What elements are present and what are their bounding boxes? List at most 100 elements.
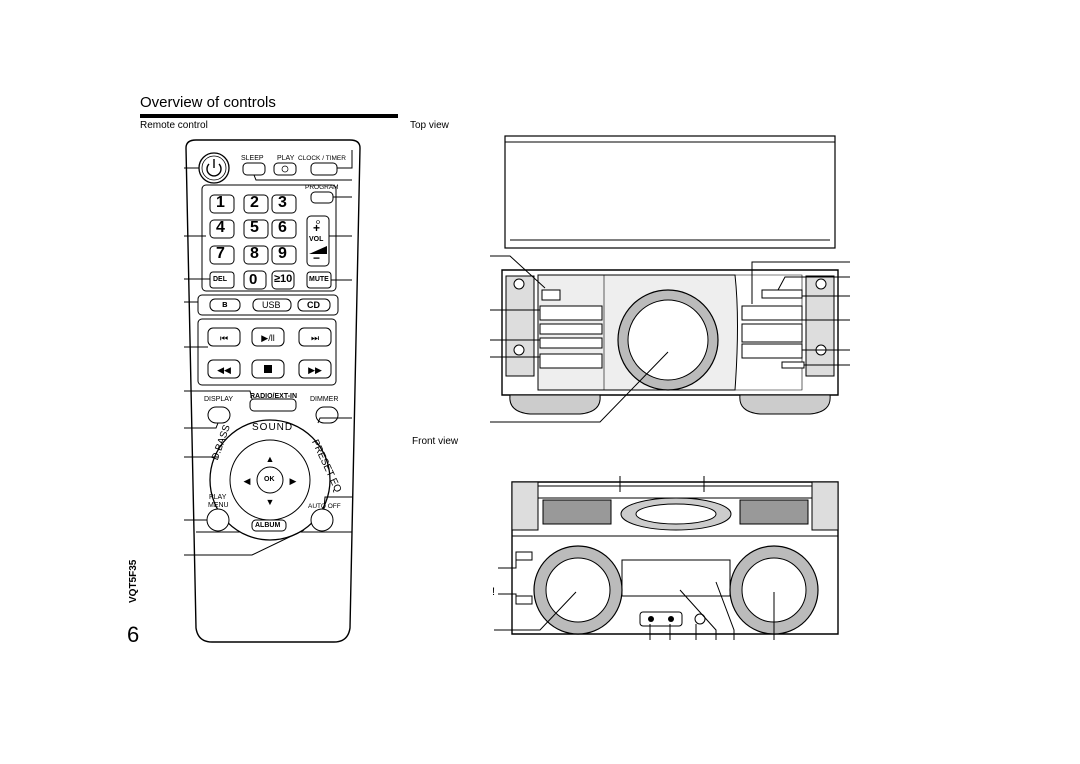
digit-1-button xyxy=(209,194,235,214)
bluetooth-icon: ʙ xyxy=(222,299,228,309)
number-panel xyxy=(201,184,337,292)
usb-label: USB xyxy=(262,300,281,310)
arrow-down-icon: ▼ xyxy=(266,497,275,507)
front-view-label: Front view xyxy=(412,436,459,447)
fast-forward-icon: ▶▶ xyxy=(308,365,322,375)
front-view-callouts xyxy=(494,476,775,640)
ok-label: OK xyxy=(264,476,275,483)
radio-ext-in-button xyxy=(249,398,297,412)
page-number: 6 xyxy=(127,622,140,647)
bluetooth-button xyxy=(209,298,241,312)
arrow-right-icon: ▶ xyxy=(290,476,297,486)
program-label: PROGRAM xyxy=(305,184,339,191)
skip-forward-button xyxy=(298,327,332,347)
right-grille xyxy=(805,275,835,377)
usb-button xyxy=(252,298,292,312)
arrow-left-icon: ◀ xyxy=(244,476,251,486)
headphone-jack xyxy=(694,613,706,625)
display-window xyxy=(621,559,731,597)
sound-label: SOUND xyxy=(252,422,294,433)
digit-6-button xyxy=(271,219,297,239)
display-button xyxy=(207,406,231,424)
cd-tray-slot xyxy=(537,485,813,499)
clock-timer-button xyxy=(310,162,338,176)
play-pause-icon: ▶/ll xyxy=(261,333,274,343)
digit-2-button xyxy=(243,194,269,214)
del-button xyxy=(209,271,235,289)
vol-minus-label: − xyxy=(313,251,321,265)
auto-off-label: AUTO OFF xyxy=(308,503,341,510)
usb-port-1 xyxy=(515,551,533,561)
radio-label: RADIO/EXT-IN xyxy=(250,393,298,400)
sleep-label: SLEEP xyxy=(241,155,264,162)
mic-panel xyxy=(639,611,683,627)
remote-body xyxy=(185,139,361,643)
page-title: Overview of controls xyxy=(140,94,276,111)
digit-6-label: 6 xyxy=(278,219,287,236)
zero-label: 0 xyxy=(249,271,258,288)
clock-timer-label: CLOCK / TIMER xyxy=(298,155,346,162)
front-callout-mark: ! xyxy=(492,586,496,598)
title-underline xyxy=(140,114,398,118)
digit-1-label: 1 xyxy=(216,194,225,211)
digit-7-label: 7 xyxy=(216,245,225,262)
left-grille xyxy=(505,275,535,377)
source-panel xyxy=(197,294,339,316)
digit-5-label: 5 xyxy=(250,219,259,236)
dimmer-label: DIMMER xyxy=(310,396,339,403)
remote-callouts xyxy=(184,150,353,556)
del-label: DEL xyxy=(213,276,227,283)
cd-lid xyxy=(504,135,836,249)
vol-label: VOL xyxy=(309,236,324,243)
auto-off-button xyxy=(310,508,334,532)
right-foot xyxy=(739,394,831,415)
top-view-callouts xyxy=(490,255,850,423)
digit-9-button xyxy=(271,245,297,265)
power-icon xyxy=(206,163,222,177)
left-foot xyxy=(509,394,601,415)
fast-forward-button xyxy=(298,359,332,379)
plus10-button xyxy=(271,270,295,290)
ok-button xyxy=(256,466,284,494)
digit-3-label: 3 xyxy=(278,194,287,211)
arrow-up-icon: ▲ xyxy=(266,454,275,464)
play-menu-label-2: MENU xyxy=(208,502,229,509)
rewind-icon: ◀◀ xyxy=(217,365,231,375)
play-timer-button xyxy=(273,162,297,176)
skip-forward-icon: ⏭ xyxy=(311,333,319,343)
digit-0-button xyxy=(243,270,267,290)
digit-7-button xyxy=(209,245,235,265)
volume-ramp-icon xyxy=(309,246,327,254)
cd-label: CD xyxy=(307,300,320,310)
mute-label: MUTE xyxy=(309,276,329,283)
timer-icon xyxy=(281,165,289,173)
power-button-unit xyxy=(541,289,561,301)
plus10-label: ≥10 xyxy=(274,273,293,285)
digit-4-label: 4 xyxy=(216,219,225,236)
dimmer-button xyxy=(315,406,339,424)
digit-5-button xyxy=(243,219,269,239)
skip-back-icon: ⏮ xyxy=(220,333,228,343)
top-view-label: Top view xyxy=(410,120,449,131)
digit-8-label: 8 xyxy=(250,245,259,262)
cd-button xyxy=(297,298,331,312)
vol-plus-label: + xyxy=(313,221,321,235)
left-vent xyxy=(542,499,612,525)
transport-panel xyxy=(197,318,337,386)
stop-icon xyxy=(264,365,272,373)
right-vent xyxy=(739,499,809,525)
digit-8-button xyxy=(243,245,269,265)
digit-3-button xyxy=(271,194,297,214)
album-button xyxy=(251,519,287,532)
digit-4-button xyxy=(209,219,235,239)
play-menu-label-1: PLAY xyxy=(209,494,227,501)
digit-9-label: 9 xyxy=(278,245,287,262)
digit-button-group xyxy=(209,194,297,265)
volume-knob xyxy=(627,299,709,381)
skip-back-button xyxy=(207,327,241,347)
rewind-button xyxy=(207,359,241,379)
digit-2-label: 2 xyxy=(250,194,259,211)
